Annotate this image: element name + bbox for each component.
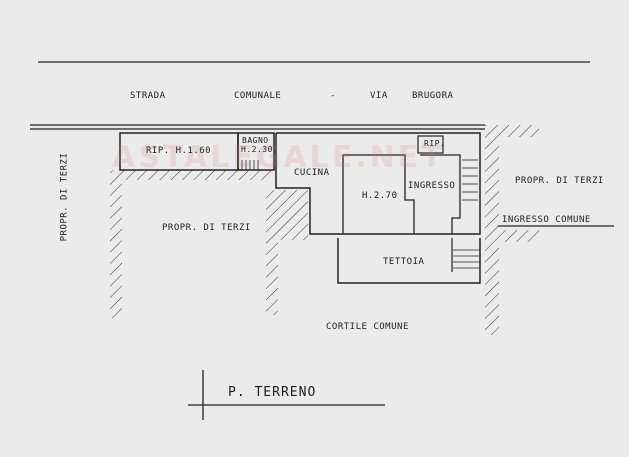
hatched-wall-right — [485, 125, 499, 335]
label-ingresso: INGRESSO — [408, 181, 456, 191]
watermark: ASTALEGALE.NET — [112, 140, 445, 175]
label-dash: - — [330, 91, 336, 101]
label-cortile-comune: CORTILE COMUNE — [326, 322, 409, 332]
label-strada: STRADA — [130, 91, 166, 101]
label-bagno-height: H.2.30 — [241, 145, 273, 154]
label-rip-right: RIP. — [424, 139, 446, 148]
label-brugora: BRUGORA — [412, 91, 454, 101]
label-propr-terzi-right: PROPR. DI TERZI — [515, 176, 604, 186]
label-bagno: BAGNO — [242, 136, 269, 145]
label-tettoia: TETTOIA — [383, 257, 425, 267]
label-room-height: H.2.70 — [362, 191, 398, 201]
label-rip-left: RIP. H.1.60 — [146, 146, 212, 156]
label-propr-terzi-center: PROPR. DI TERZI — [162, 223, 251, 233]
tettoia-outline — [337, 238, 481, 284]
hatched-wall-left — [110, 170, 122, 318]
label-comunale: COMUNALE — [234, 91, 282, 101]
label-propr-terzi-left: PROPR. DI TERZI — [59, 152, 70, 242]
room-bagno — [237, 132, 275, 171]
floor-title: P. TERRENO — [228, 385, 317, 400]
label-via: VIA — [370, 91, 388, 101]
label-ingresso-comune: INGRESSO COMUNE — [502, 215, 591, 225]
main-outline — [275, 132, 481, 235]
room-rip-right — [417, 135, 444, 154]
label-cucina: CUCINA — [294, 168, 330, 178]
